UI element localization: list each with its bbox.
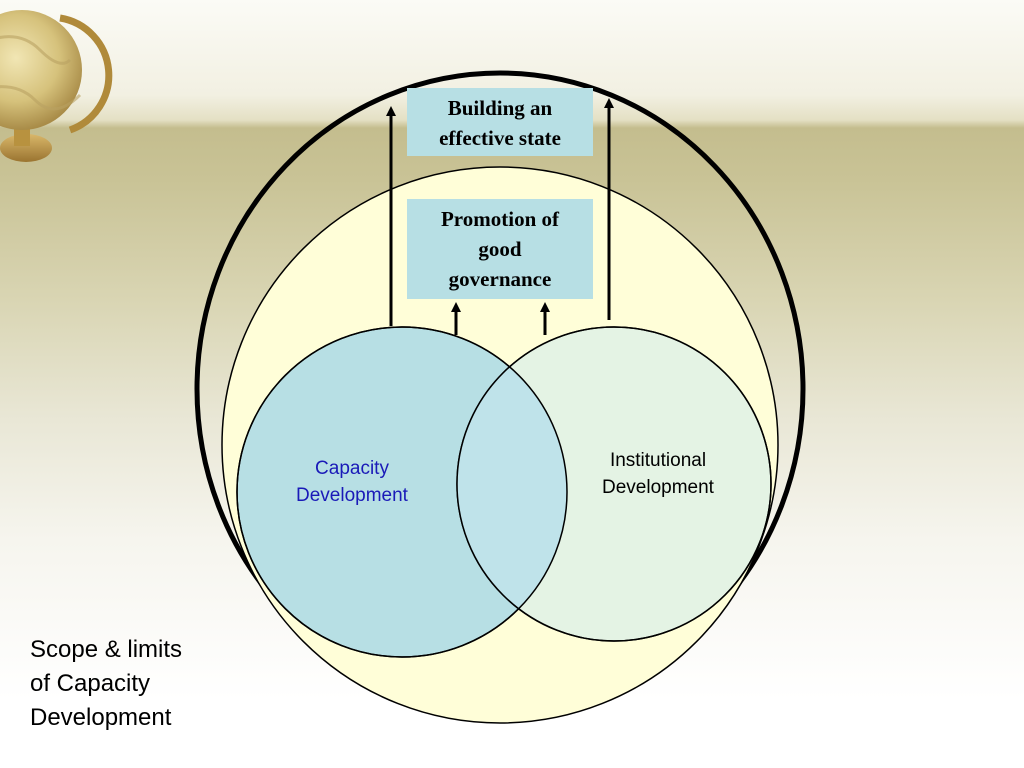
good-governance-line-1: Promotion of	[440, 207, 559, 231]
slide-title-line-2: of Capacity	[30, 670, 151, 697]
good-governance-line-2: good	[478, 237, 522, 261]
slide-title-line-1: Scope & limits	[30, 636, 183, 663]
good-governance-box: Promotion of good governance	[407, 199, 593, 299]
effective-state-box: Building an effective state	[407, 88, 593, 156]
capacity-label-line-1: Capacity	[315, 458, 389, 479]
effective-state-line-2: effective state	[439, 126, 561, 150]
institutional-label-line-1: Institutional	[609, 450, 707, 471]
slide-title-line-3: Development	[30, 704, 172, 731]
institutional-development-label: Institutional Development	[575, 447, 741, 501]
slide-title: Scope & limits of Capacity Development	[30, 633, 250, 735]
capacity-label-line-2: Development	[296, 485, 408, 506]
effective-state-line-1: Building an	[447, 96, 553, 120]
globe-icon	[0, 10, 113, 162]
institutional-label-line-2: Development	[602, 477, 714, 498]
capacity-development-label: Capacity Development	[268, 455, 436, 509]
good-governance-line-3: governance	[448, 267, 552, 291]
venn-overlap	[457, 327, 567, 641]
